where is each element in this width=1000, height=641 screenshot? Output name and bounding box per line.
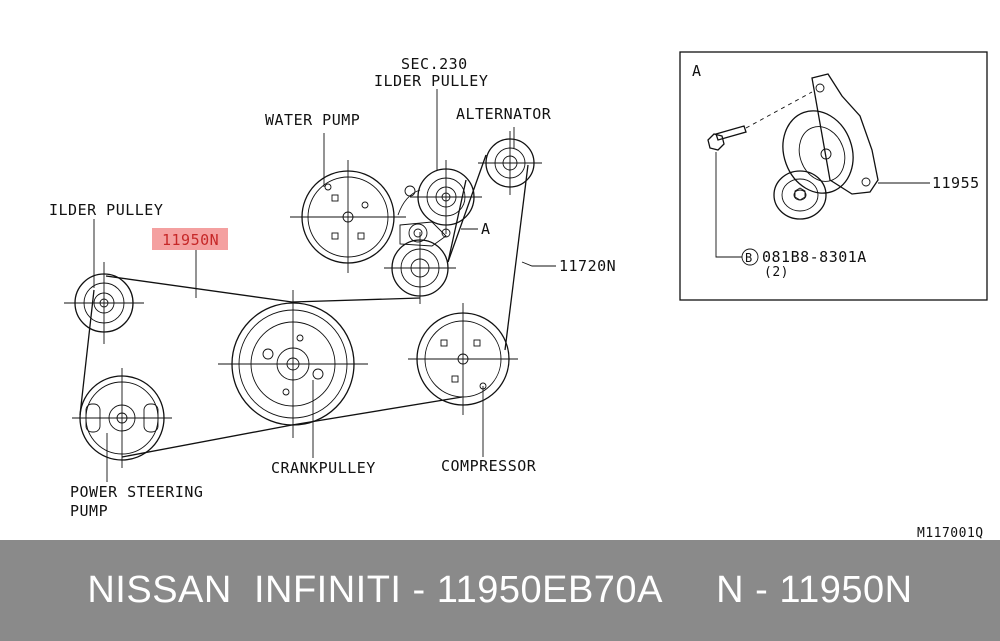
bolt-symbol-label: B — [745, 251, 753, 265]
belt-11720n-label: 11720N — [559, 257, 616, 275]
compressor-label: COMPRESSOR — [441, 457, 537, 475]
part-11955-label: 11955 — [932, 174, 980, 192]
part-11950n-highlight — [152, 228, 228, 250]
power-steering-label-line2: PUMP — [70, 502, 108, 520]
bolt-part-label: 081B8-8301A — [762, 248, 867, 266]
alternator-label: ALTERNATOR — [456, 105, 552, 123]
drawing-code-label: M117001Q — [917, 526, 984, 540]
alternator-pulley — [478, 131, 542, 195]
belt-tensioner — [384, 221, 456, 304]
upper-idler-pulley — [397, 160, 482, 234]
detail-view-a: A B 081B8-8301A (2) 11955 — [679, 51, 988, 301]
water-pump-pulley — [290, 160, 406, 273]
power-steering-label-line1: POWER STEERING — [70, 483, 203, 501]
detail-view-label: A — [692, 62, 702, 80]
water-pump-label: WATER PUMP — [265, 111, 360, 129]
power-steering-pump-pulley — [72, 368, 172, 468]
view-a-callout-label: A — [481, 220, 491, 238]
belt-routing-diagram: SEC.230 ILDER PULLEY WATER PUMP ALTERNAT… — [49, 51, 988, 540]
crankpulley-label: CRANKPULLEY — [271, 459, 376, 477]
left-idler-pulley — [64, 262, 144, 344]
compressor-pulley — [408, 303, 518, 415]
part-number-text: NISSAN INFINITI - 11950EB70A N - 11950N — [87, 569, 913, 611]
bolt-qty-label: (2) — [764, 265, 789, 280]
leader-lines — [93, 89, 556, 482]
part-11950n-label[interactable]: 11950N — [162, 231, 219, 249]
crank-pulley — [218, 290, 368, 438]
part-info-banner: NISSAN INFINITI - 11950EB70A N - 11950N — [0, 540, 1000, 641]
idler-pulley-top-label: ILDER PULLEY — [374, 72, 488, 90]
idler-pulley-left-label: ILDER PULLEY — [49, 201, 163, 219]
sec-ref-label: SEC.230 — [401, 55, 468, 73]
